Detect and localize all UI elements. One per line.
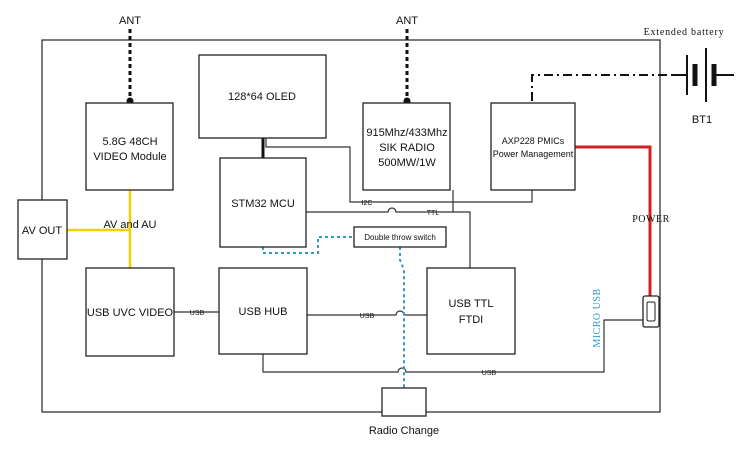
usb-hub-ttl-label: USB [360,313,375,320]
switch-radio-change-line [399,247,405,388]
radio-label-3: 500MW/1W [378,157,436,169]
mcu-switch-control-line [262,236,354,254]
av-and-au-label: AV and AU [104,219,157,231]
usb-ttl-ftdi-block: USB TTL FTDI [426,267,516,355]
pmic-label-2: Power Management [493,149,574,159]
radio-label-2: SIK RADIO [379,142,435,154]
av-out-label: AV OUT [22,225,62,237]
usb-uvc-video-block: USB UVC VIDEO [85,267,175,357]
power-label: POWER [632,214,670,225]
usb-hub-block: USB HUB [218,267,308,355]
video-module-label-1: 5.8G 48CH [102,136,157,148]
oled-block: 128*64 OLED [198,54,327,139]
micro-usb-label: MICRO USB [592,288,603,347]
extended-battery-label: Extended battery [644,27,725,38]
i2c-bus-line [265,138,533,203]
stm32-mcu-block: STM32 MCU [219,157,307,248]
video-module-label-2: VIDEO Module [93,151,166,163]
usb-ttl-label-1: USB TTL [448,298,493,310]
usb-hub-label: USB HUB [239,306,288,318]
usb-bottom-line [262,319,644,373]
center-antenna-label: ANT [396,15,418,27]
radio-change-label: Radio Change [369,425,439,437]
i2c-label: I2C [362,200,373,207]
ttl-line [306,207,471,268]
radio-change-switch-block [381,387,427,417]
battery-link-line [531,74,672,101]
ttl-label: TTL [427,210,440,217]
left-antenna-label: ANT [119,15,141,27]
pmic-label-1: AXP228 PMICs [502,136,565,146]
micro-usb-connector [642,295,660,328]
usb-uvc-label: USB UVC VIDEO [87,307,174,319]
bt1-label: BT1 [692,114,712,126]
usb-uvc-hub-label: USB [190,310,205,317]
power-line [575,145,652,296]
pmic-block: AXP228 PMICs Power Management [490,102,576,191]
av-out-block: AV OUT [17,199,68,260]
switch-label: Double throw switch [364,233,436,242]
radio-label-1: 915Mhz/433Mhz [366,127,447,139]
usb-bottom-label: USB [482,370,497,377]
battery-icon [672,48,734,102]
sik-radio-block: 915Mhz/433Mhz SIK RADIO 500MW/1W [362,102,451,191]
double-throw-switch-block: Double throw switch [353,226,447,248]
video-module-block: 5.8G 48CH VIDEO Module [85,102,174,191]
mcu-label: STM32 MCU [231,198,295,210]
usb-ttl-label-2: FTDI [459,314,483,326]
oled-label: 128*64 OLED [228,91,296,103]
